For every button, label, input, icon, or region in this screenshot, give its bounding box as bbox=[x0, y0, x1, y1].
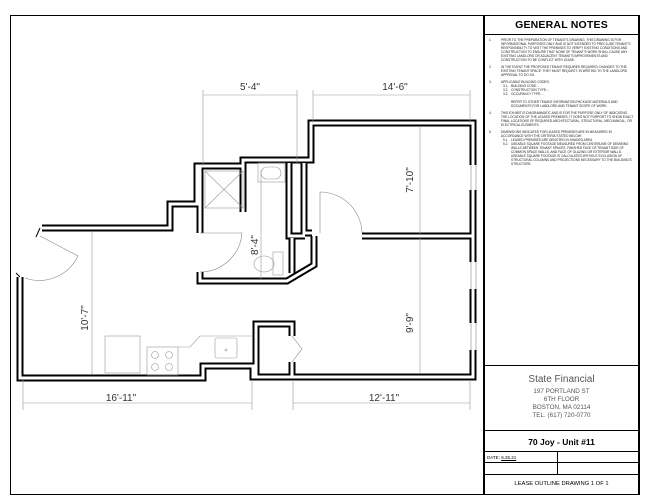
kitchen-sink bbox=[214, 337, 238, 359]
note-item: 2.IN THE EVENT THE PROPOSED TENANT REQUI… bbox=[489, 65, 628, 77]
dim-bedroom-upper: 7'-10" bbox=[405, 167, 416, 193]
address-line: 197 PORTLAND ST bbox=[533, 388, 590, 395]
date-value: 6.25.21 bbox=[501, 455, 517, 460]
general-notes-title: GENERAL NOTES bbox=[485, 17, 638, 35]
dimension-lines bbox=[22, 90, 471, 410]
blank-row bbox=[485, 463, 638, 475]
title-block: GENERAL NOTES 1.PRIOR TO THE PREPARATION… bbox=[483, 15, 640, 495]
bath-door-swing bbox=[199, 232, 243, 273]
dim-bedroom-width: 14'-6" bbox=[382, 82, 408, 93]
dim-living-depth: 10'-7" bbox=[80, 305, 91, 331]
refrigerator bbox=[104, 335, 141, 374]
dim-bath-width: 5'-4" bbox=[240, 82, 260, 93]
counter bbox=[178, 335, 253, 348]
closet-bifold-door bbox=[291, 335, 303, 363]
sheet-label: LEASE OUTLINE DRAWING 1 OF 1 bbox=[514, 481, 609, 487]
note-item: 4.THIS EXHIBIT IS DIAGRAMMATIC AND IS FO… bbox=[489, 111, 634, 127]
date-row: DATE: 6.25.21 bbox=[485, 452, 638, 463]
shower bbox=[204, 170, 244, 209]
note-item: 5. DIMENSIONS INDICATED FOR LEASED PREMI… bbox=[489, 130, 632, 166]
general-notes: 1.PRIOR TO THE PREPARATION OF TENANT'S D… bbox=[485, 35, 638, 166]
dim-bedroom-lower: 9'-9" bbox=[405, 313, 416, 333]
windows bbox=[470, 165, 477, 350]
bedroom-door-swing bbox=[319, 191, 363, 234]
fixtures bbox=[104, 162, 286, 376]
company-block: State Financial 197 PORTLAND ST 6TH FLOO… bbox=[485, 365, 638, 431]
title-block-divider bbox=[557, 452, 558, 475]
address-line: TEL. (617) 720-0770 bbox=[532, 412, 591, 419]
address-line: 6TH FLOOR bbox=[543, 396, 580, 403]
address-line: BOSTON, MA 02114 bbox=[532, 404, 591, 411]
company-name: State Financial bbox=[528, 374, 595, 385]
stove bbox=[146, 346, 179, 376]
project-title: 70 Joy - Unit #11 bbox=[485, 430, 638, 452]
dim-bottom-left: 16'-11" bbox=[106, 393, 137, 404]
dimension-labels: 5'-4" 14'-6" 16'-11" 12'-11" 10'-7" 8'-4… bbox=[80, 82, 416, 404]
toilet-tank bbox=[272, 251, 284, 276]
closet-north-wall bbox=[252, 320, 296, 378]
note-item: 1.PRIOR TO THE PREPARATION OF TENANT'S D… bbox=[489, 38, 631, 62]
date-label: DATE: bbox=[487, 455, 500, 460]
entry-door-swing bbox=[24, 235, 79, 281]
dim-bottom-right: 12'-11" bbox=[369, 393, 400, 404]
walls bbox=[15, 119, 477, 382]
dim-bath-depth: 8'-4" bbox=[250, 235, 261, 255]
door-swings bbox=[24, 191, 363, 363]
note-item: 3. APPLICABLE BUILDING CODES: 3.1.BUILDI… bbox=[489, 80, 618, 108]
vanity bbox=[257, 162, 286, 183]
toilet-bowl bbox=[253, 255, 275, 273]
